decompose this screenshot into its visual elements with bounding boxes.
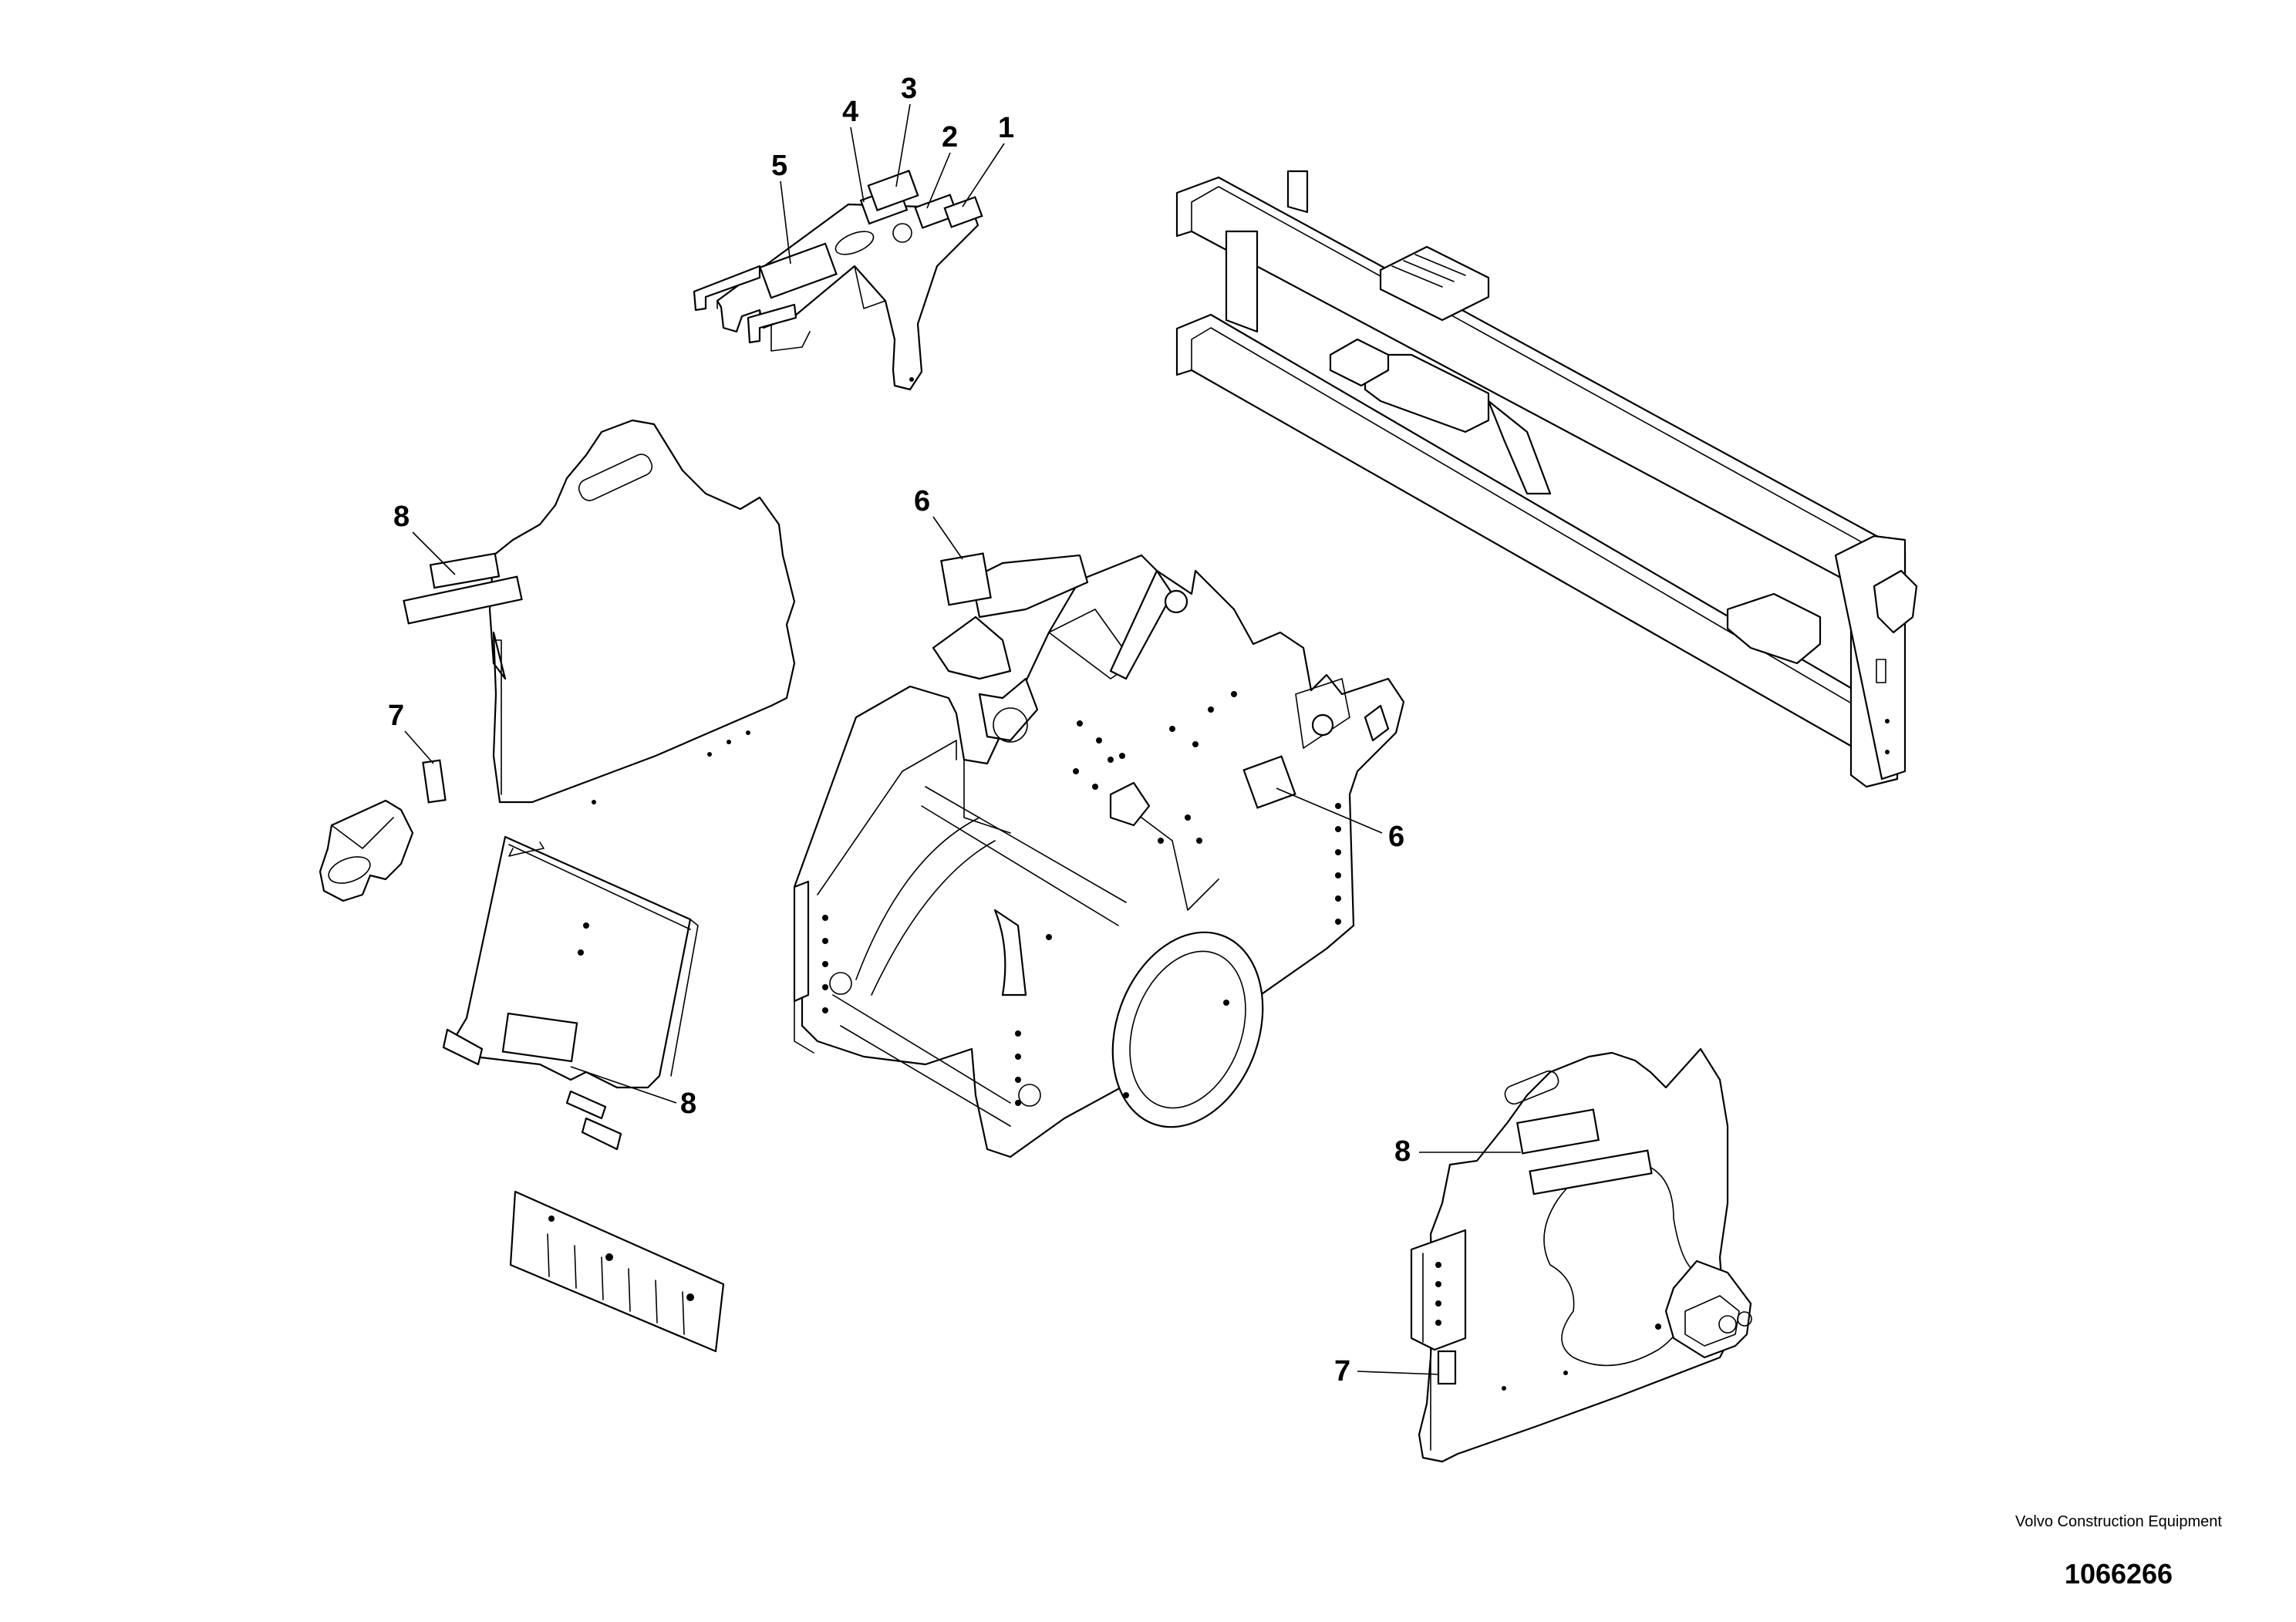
callout-7-right: 7 xyxy=(1334,1355,1350,1388)
callouts-center: 6 6 xyxy=(914,485,1404,853)
main-frame xyxy=(793,554,1405,1158)
console-oval-cutout xyxy=(834,231,875,255)
callouts-left: 8 7 8 xyxy=(388,501,696,1120)
callout-8-floor: 8 xyxy=(680,1088,696,1120)
loose-decal-6 xyxy=(940,552,992,606)
callout-8-right: 8 xyxy=(1394,1135,1411,1168)
decal-8-right-a xyxy=(1516,1108,1600,1155)
decal-6-frame xyxy=(1242,755,1296,809)
console-bracket xyxy=(693,170,983,391)
callout-4: 4 xyxy=(842,96,858,128)
decal-5 xyxy=(759,242,838,299)
callout-3: 3 xyxy=(901,73,917,105)
right-side-plate xyxy=(1410,1047,1752,1463)
callouts-right: 8 7 xyxy=(1334,1135,1521,1388)
decal-3 xyxy=(867,170,919,211)
left-decals xyxy=(403,552,523,804)
console-round-cutout xyxy=(892,223,912,243)
decal-6-loose xyxy=(940,552,992,606)
decal-8-floor-plate xyxy=(501,1012,578,1063)
callout-7-left: 7 xyxy=(388,700,404,732)
decal-7-right xyxy=(1437,1350,1457,1385)
callout-2: 2 xyxy=(942,121,958,153)
left-side-plate xyxy=(488,419,796,804)
callout-8-upper: 8 xyxy=(393,501,410,533)
callouts-top: 5 4 3 2 1 xyxy=(771,73,1014,265)
drum-opening-inner xyxy=(1129,950,1246,1109)
drawing-number: 1066266 xyxy=(2064,1558,2173,1590)
decal-7-left xyxy=(422,759,447,804)
left-floor-plate xyxy=(442,835,699,1151)
drum-opening-outer xyxy=(1111,931,1264,1128)
callout-6-frame: 6 xyxy=(1388,821,1404,853)
left-scraper-plate xyxy=(509,1190,725,1353)
left-hook xyxy=(319,799,414,902)
decal-8-upper-a xyxy=(429,552,501,589)
callout-1: 1 xyxy=(998,112,1014,144)
fork-frame xyxy=(1175,170,1918,788)
callout-5: 5 xyxy=(771,150,787,182)
decal-8-right-b xyxy=(1529,1149,1653,1195)
decal-8-upper-b xyxy=(403,575,523,625)
company-credit: Volvo Construction Equipment xyxy=(2015,1513,2222,1530)
callout-6-upper: 6 xyxy=(914,485,930,518)
decal-1 xyxy=(943,196,983,228)
